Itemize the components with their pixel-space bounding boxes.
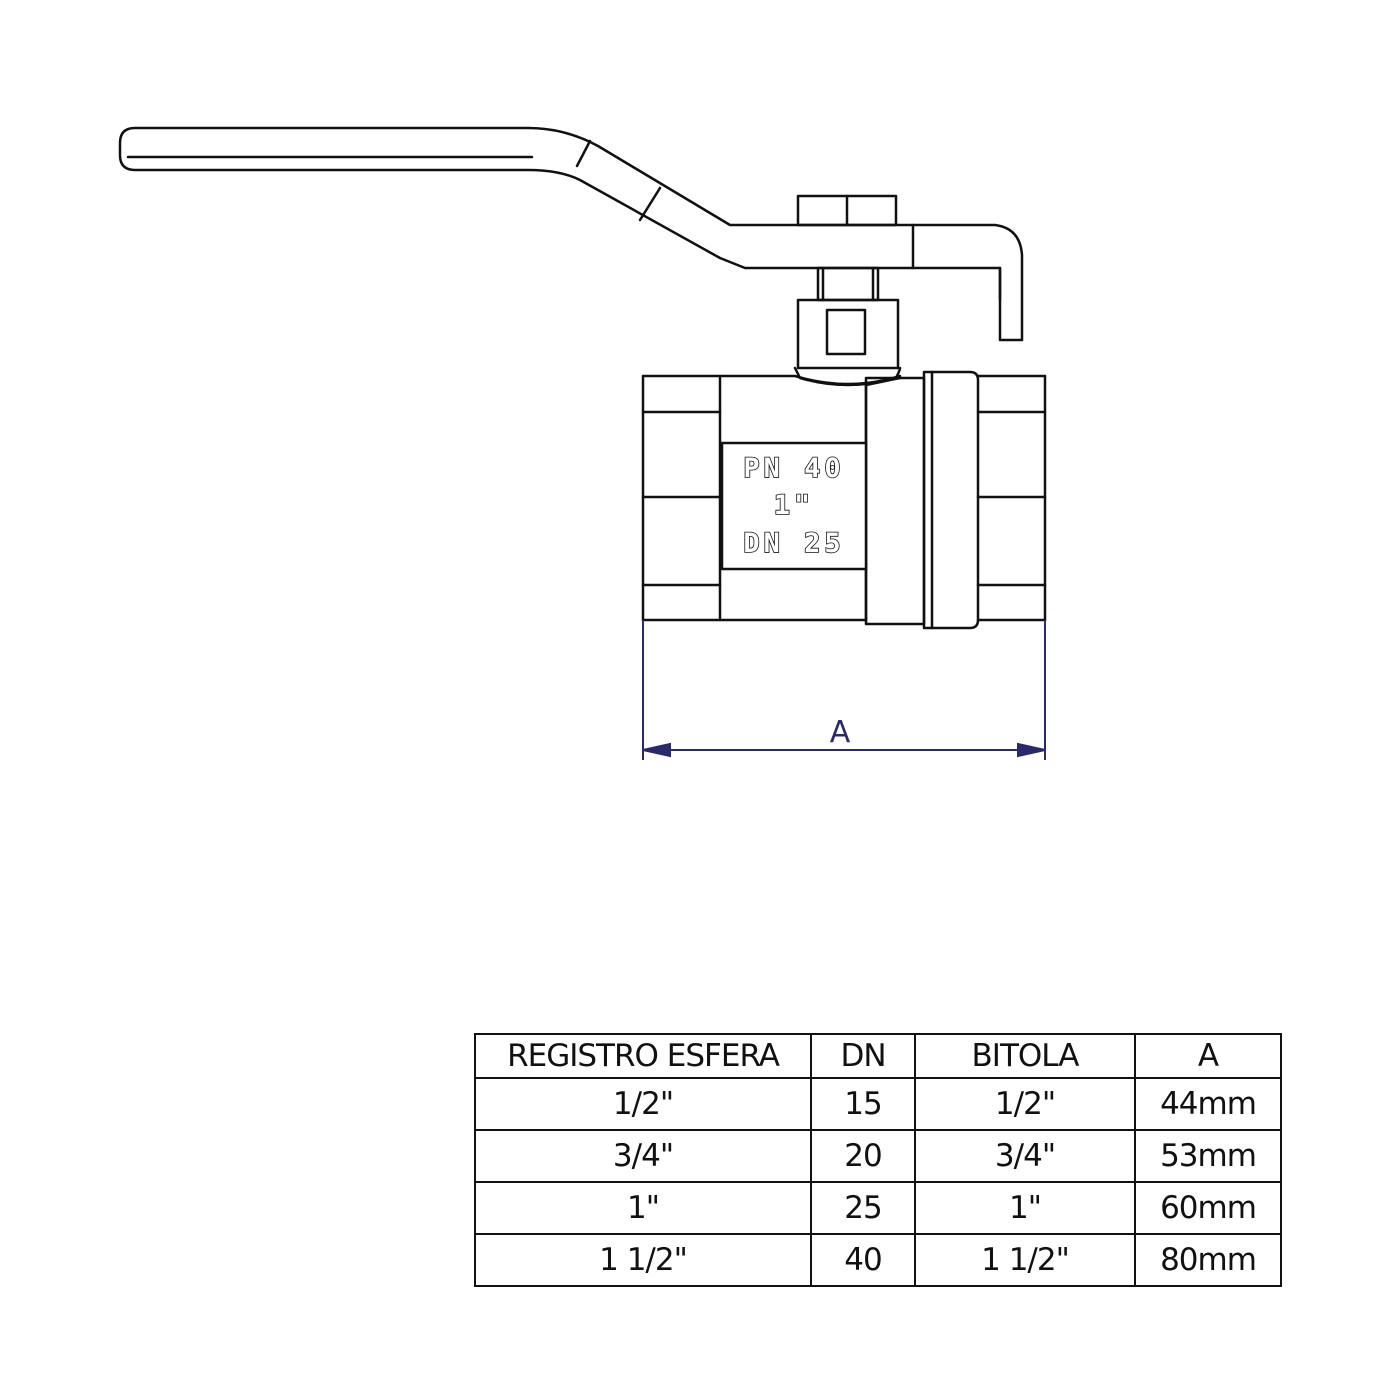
- dimension-a: [642, 620, 1046, 760]
- cell-a: 60mm: [1134, 1181, 1282, 1235]
- handle-nut: [796, 194, 898, 227]
- cell-dn: 25: [810, 1181, 916, 1235]
- cell-registro: 1 1/2": [474, 1233, 812, 1287]
- plate-size-text: 1": [774, 490, 815, 521]
- table-header-row: REGISTRO ESFERA DN BITOLA A: [474, 1033, 1282, 1079]
- header-registro: REGISTRO ESFERA: [474, 1033, 812, 1079]
- cell-dn: 40: [810, 1233, 916, 1287]
- plate-pressure-text: PN 40: [743, 453, 844, 484]
- header-dn: DN: [810, 1033, 916, 1079]
- cell-bitola: 1": [914, 1181, 1136, 1235]
- spec-table: REGISTRO ESFERA DN BITOLA A 1/2" 15 1/2"…: [474, 1033, 1282, 1287]
- cell-a: 80mm: [1134, 1233, 1282, 1287]
- lever-handle: [118, 126, 1024, 342]
- cell-bitola: 1 1/2": [914, 1233, 1136, 1287]
- table-row: 1 1/2" 40 1 1/2" 80mm: [474, 1233, 1282, 1287]
- table-row: 3/4" 20 3/4" 53mm: [474, 1129, 1282, 1183]
- table-row: 1/2" 15 1/2" 44mm: [474, 1077, 1282, 1131]
- cell-bitola: 1/2": [914, 1077, 1136, 1131]
- table-row: 1" 25 1" 60mm: [474, 1181, 1282, 1235]
- cell-dn: 15: [810, 1077, 916, 1131]
- marking-plate: [720, 441, 868, 571]
- header-bitola: BITOLA: [914, 1033, 1136, 1079]
- cell-registro: 1/2": [474, 1077, 812, 1131]
- plate-dn-text: DN 25: [743, 528, 844, 559]
- dimension-a-label: A: [830, 715, 851, 750]
- header-a: A: [1134, 1033, 1282, 1079]
- cell-dn: 20: [810, 1129, 916, 1183]
- cell-registro: 1": [474, 1181, 812, 1235]
- cell-bitola: 3/4": [914, 1129, 1136, 1183]
- cell-a: 53mm: [1134, 1129, 1282, 1183]
- cell-a: 44mm: [1134, 1077, 1282, 1131]
- valve-stem: [793, 266, 902, 387]
- cell-registro: 3/4": [474, 1129, 812, 1183]
